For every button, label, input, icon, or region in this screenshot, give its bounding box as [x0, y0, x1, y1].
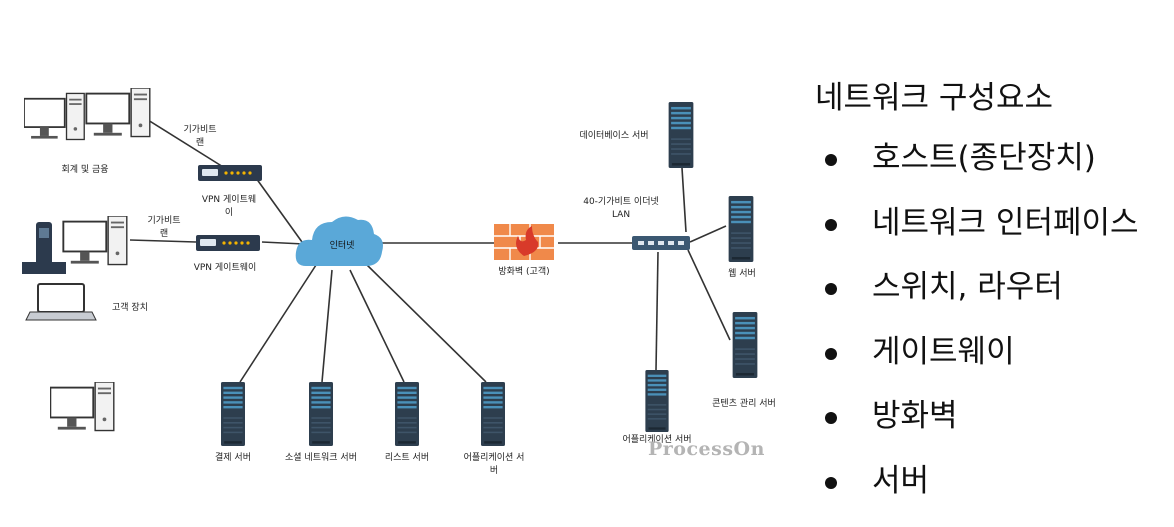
laptop-icon: [25, 283, 97, 321]
list-item-label: 방화벽: [872, 398, 958, 434]
web-server-label: 웹 서버: [728, 269, 756, 279]
components-panel: 네트워크 구성요소 호스트(종단장치) 네트워크 인터페이스 스위치, 라우터 …: [815, 70, 1174, 513]
accounting-computers: [24, 88, 151, 141]
bullet-icon: [825, 476, 837, 489]
list-item-label: 네트워크 인터페이스: [872, 204, 1139, 241]
social-server-icon: [309, 382, 333, 446]
switch-icon: [632, 236, 690, 250]
internet-label: 인터넷: [329, 241, 355, 251]
connection-lines: [129, 119, 731, 383]
bullet-icon: [825, 218, 837, 231]
list-item: 게이트웨이: [815, 320, 1174, 385]
desktop-icon: [24, 92, 86, 141]
social-server-label: 소셜 네트워크 서버: [285, 453, 357, 463]
application-server-icon: [645, 370, 669, 432]
vpn-gateway-icon: [198, 165, 262, 181]
gigabit-lan-label: 기가비트 랜: [147, 216, 181, 239]
list-item: 스위치, 라우터: [815, 255, 1174, 320]
accounting-label: 회계 및 금융: [61, 165, 109, 175]
list-item-label: 서버: [872, 462, 930, 499]
switch-label: 40-기가비트 이더넷 LAN: [583, 197, 659, 220]
payment-server-label: 결제 서버: [215, 453, 251, 463]
desktop-icon: [85, 88, 151, 138]
vpn-gateway-label: VPN 게이트웨이: [201, 195, 257, 218]
desktop-icon: [62, 216, 128, 266]
firewall-label: 방화벽 (고객): [498, 267, 550, 277]
list-server-label: 리스트 서버: [384, 453, 430, 463]
firewall-icon: [494, 224, 554, 260]
panel-title: 네트워크 구성요소: [815, 80, 1054, 116]
list-item: 방화벽: [815, 384, 1174, 449]
component-list: 호스트(종단장치) 네트워크 인터페이스 스위치, 라우터 게이트웨이 방화벽 …: [815, 126, 1174, 513]
list-item: 서버: [815, 449, 1174, 514]
bullet-icon: [825, 154, 837, 166]
diagram-canvas: [22, 88, 758, 446]
list-server-icon: [395, 382, 419, 446]
bullet-icon: [825, 283, 837, 295]
application-server-icon: [481, 382, 505, 446]
content-server-icon: [732, 312, 758, 378]
list-item-label: 호스트(종단장치): [872, 140, 1096, 176]
customer-devices: [22, 216, 128, 321]
web-server-icon: [728, 196, 754, 262]
gigabit-lan-label: 기가비트 랜: [183, 125, 217, 148]
content-server-label: 콘텐츠 관리 서버: [712, 399, 776, 409]
cloud-icon: [295, 216, 383, 266]
vpn-gateway-icon: [196, 235, 260, 251]
application-server-label: 어플리케이션 서버: [622, 435, 692, 445]
list-item: 네트워크 인터페이스: [815, 191, 1174, 256]
watermark: ProcessOn: [648, 438, 765, 460]
database-server-icon: [668, 102, 694, 168]
list-item-label: 스위치, 라우터: [872, 269, 1063, 305]
vpn-gateway-label: VPN 게이트웨이: [193, 263, 257, 273]
list-item: 호스트(종단장치): [815, 126, 1174, 191]
payment-server-icon: [221, 382, 245, 446]
bullet-icon: [825, 412, 837, 424]
network-diagram: 회계 및 금융 기가비트 랜 VPN 게이트웨이 기가비트 랜 VPN 게이트웨…: [22, 88, 776, 476]
application-server-label: 어플리케이션 서버: [463, 453, 525, 476]
bullet-icon: [825, 347, 837, 360]
desktop-icon: [50, 382, 115, 432]
database-server-label: 데이터베이스 서버: [579, 131, 649, 141]
list-item-label: 게이트웨이: [872, 333, 1015, 370]
customer-devices-label: 고객 장치: [112, 303, 148, 313]
